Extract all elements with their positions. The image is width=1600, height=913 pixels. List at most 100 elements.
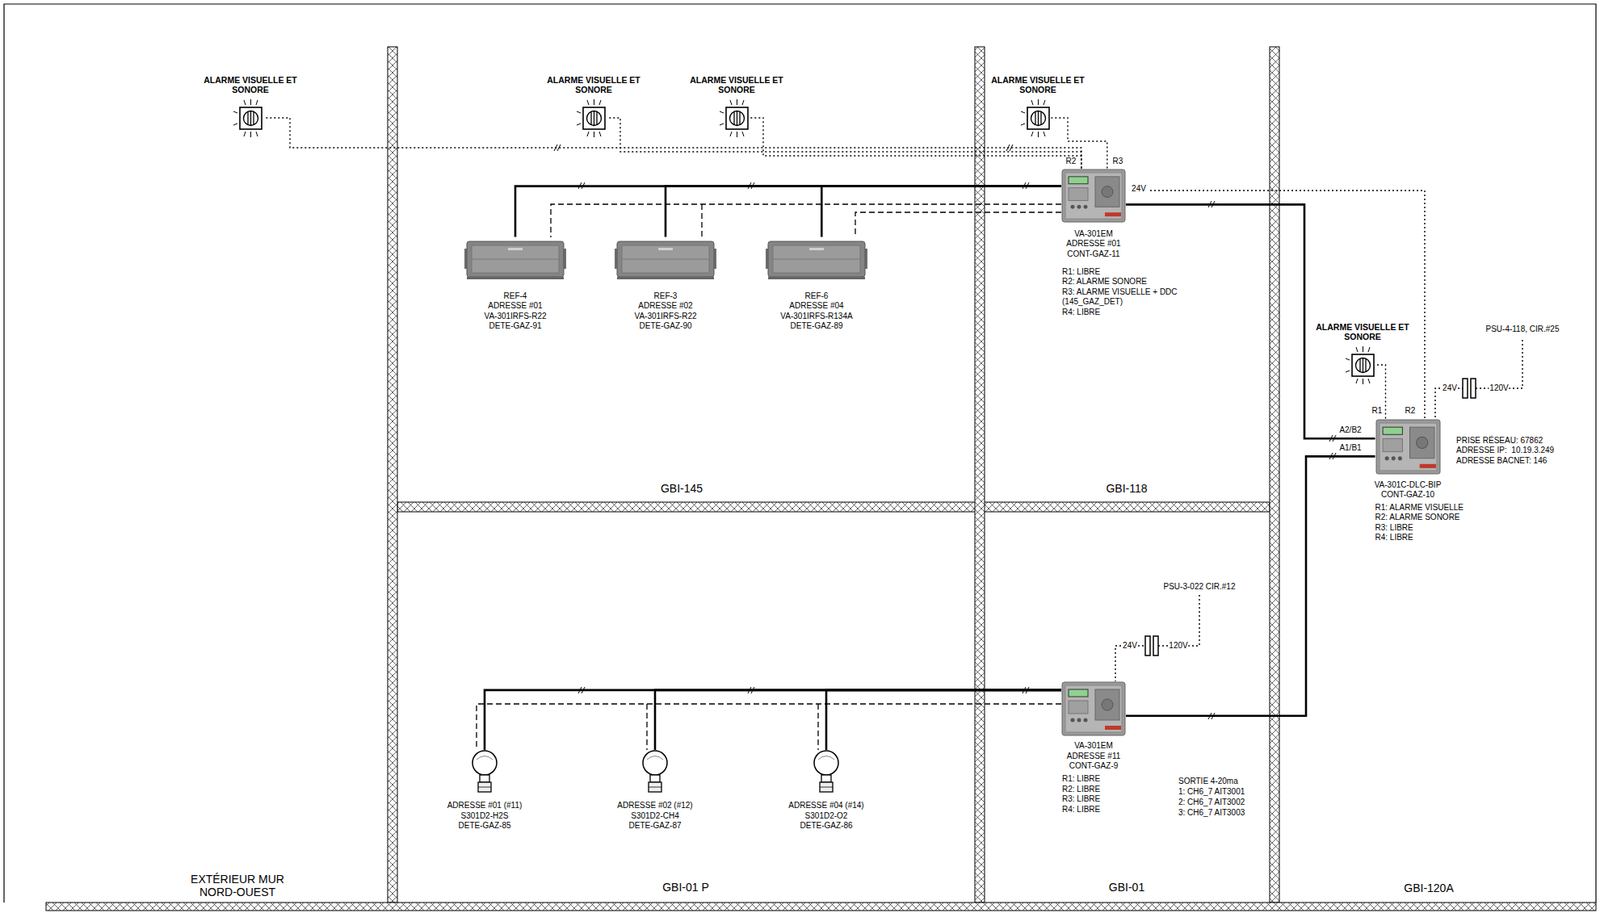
note-label: PSU-3-022 CIR.#12 (1163, 582, 1237, 593)
wall (974, 46, 985, 903)
node-text: S301D2-O2 (788, 811, 864, 823)
node-text: DETE-GAZ-86 (788, 821, 864, 832)
node-text: S301D2-H2S (447, 811, 523, 823)
bus-cable (826, 690, 1062, 751)
gas-sensor: ADRESSE #04 (#14)S301D2-O2DETE-GAZ-86 (811, 750, 841, 794)
note-label: A1/B1 (1338, 443, 1362, 454)
relay-list: R1: LIBRER2: ALARME SONORER3: ALARME VIS… (1062, 267, 1212, 319)
gas-sensor: ADRESSE #02 (#12)S301D2-CH4DETE-GAZ-87 (640, 750, 670, 794)
sensor-icon (640, 750, 670, 794)
caption-group: REF-3ADRESSE #02VA-301IRFS-R22DETE-GAZ-9… (634, 291, 697, 332)
caption-group: VA-301C-DLC-BIPCONT-GAZ-10 (1374, 480, 1442, 501)
gas-controller: VA-301EMADRESSE #11CONT-GAZ-9R1: LIBRER2… (1061, 681, 1126, 737)
wall (397, 502, 1270, 513)
note-label: 24V (1441, 383, 1458, 394)
signal-wire (476, 204, 1062, 751)
bus-cable (1125, 456, 1376, 716)
node-text: CONT-GAZ-9 (1066, 761, 1122, 773)
caption-group: ADRESSE #04 (#14)S301D2-O2DETE-GAZ-86 (788, 801, 864, 832)
note-label: 24V (1130, 184, 1147, 194)
note-label: 120V (1488, 383, 1509, 394)
relay-list: R1: ALARME VISUELLER2: ALARME SONORER3: … (1375, 503, 1525, 544)
beacon-icon (580, 104, 608, 132)
node-text: REF-3 (634, 291, 697, 303)
caption-group: REF-6ADRESSE #04VA-301IRFS-R134ADETE-GAZ… (780, 291, 853, 332)
node-text: ADRESSE #01 (#11) (447, 801, 523, 812)
node-text: R1: LIBRE (1062, 267, 1212, 278)
node-text: R3: ALARME VISUELLE + DDC (145_GAZ_DET) (1062, 287, 1212, 308)
alarm-beacon: ALARME VISUELLE ET SONORE (1349, 352, 1377, 379)
heading-group: ALARME VISUELLE ET SONORE (1314, 322, 1412, 343)
note-label: R2 (1065, 156, 1078, 167)
node-text: VA-301IRFS-R22 (634, 311, 697, 323)
detector-icon (464, 237, 567, 281)
node-text: REF-6 (780, 291, 853, 303)
caption-group: ADRESSE #02 (#12)S301D2-CH4DETE-GAZ-87 (617, 801, 693, 832)
heading-group: ALARME VISUELLE ET SONORE (688, 75, 786, 96)
alarm-beacon: ALARME VISUELLE ET SONORE (723, 104, 751, 132)
note-label: R1 (1371, 406, 1384, 416)
gas-detector: REF-4ADRESSE #01VA-301IRFS-R22DETE-GAZ-9… (464, 237, 567, 281)
node-text: ADRESSE #02 (634, 301, 697, 312)
wall (46, 902, 1596, 912)
node-text: R4: LIBRE (1062, 307, 1212, 319)
caption-group: REF-4ADRESSE #01VA-301IRFS-R22DETE-GAZ-9… (483, 291, 546, 332)
node-text: R3: LIBRE (1375, 523, 1525, 534)
room-name: EXTÉRIEUR MUR NORD-OUEST (180, 873, 295, 899)
node-text: DETE-GAZ-85 (447, 821, 523, 832)
note-label: PSU-4-118, CIR.#25 (1485, 324, 1561, 335)
beacon-icon (723, 104, 751, 132)
node-text: R4: LIBRE (1375, 533, 1525, 544)
gas-controller: VA-301EMADRESSE #01CONT-GAZ-11R1: LIBRER… (1061, 168, 1126, 223)
node-text: VA-301IRFS-R134A (780, 311, 853, 323)
node-text: VA-301EM (1066, 741, 1122, 752)
bus-cable (665, 186, 1062, 238)
beacon-icon (1024, 104, 1052, 132)
heading-group: ALARME VISUELLE ET SONORE (201, 75, 299, 96)
room-name: GBI-01 P (661, 881, 710, 895)
bus-cable (655, 690, 1062, 751)
gas-sensor: ADRESSE #01 (#11)S301D2-H2SDETE-GAZ-85 (470, 750, 500, 794)
wall (387, 46, 398, 903)
wall (1269, 46, 1280, 903)
bus-cable (1125, 204, 1376, 439)
sensor-icon (811, 750, 841, 794)
node-text: ADRESSE #04 (#14) (788, 801, 864, 812)
node-text: ADRESSE #01 (483, 301, 546, 312)
node-text: DETE-GAZ-90 (634, 321, 697, 332)
node-text: R2: ALARME SONORE (1375, 512, 1525, 524)
bus-cable (484, 690, 1062, 751)
note-label: R3 (1112, 156, 1125, 167)
node-text: S301D2-CH4 (617, 811, 693, 823)
alarm-wire (1051, 117, 1108, 169)
note-label: ADRESSE IP: 10.19.3.249 (1455, 445, 1555, 456)
caption-group: VA-301EMADRESSE #01CONT-GAZ-11 (1066, 229, 1121, 261)
node-text: VA-301EM (1066, 229, 1121, 240)
node-text: CONT-GAZ-11 (1066, 249, 1121, 261)
node-text: DETE-GAZ-87 (617, 821, 693, 832)
note-label: 24V (1121, 641, 1139, 651)
detector-icon (765, 237, 868, 281)
note-label: SORTIE 4-20ma (1177, 776, 1239, 787)
bus-cable (515, 186, 1062, 238)
gas-controller: VA-301C-DLC-BIPCONT-GAZ-10R1: ALARME VIS… (1375, 419, 1441, 475)
node-text: ADRESSE #04 (780, 301, 853, 312)
sensor-icon (470, 750, 500, 794)
alarm-heading: ALARME VISUELLE ET SONORE (989, 75, 1087, 96)
node-text: VA-301IRFS-R22 (483, 311, 546, 323)
alarm-heading: ALARME VISUELLE ET SONORE (688, 75, 786, 96)
alarm-heading: ALARME VISUELLE ET SONORE (201, 75, 299, 96)
beacon-icon (1349, 352, 1377, 379)
node-text: ADRESSE #01 (1066, 239, 1121, 250)
caption-group: ADRESSE #01 (#11)S301D2-H2SDETE-GAZ-85 (447, 801, 523, 832)
beacon-icon (237, 104, 265, 132)
room-name: GBI-118 (1104, 482, 1148, 496)
node-text: R2: ALARME SONORE (1062, 277, 1212, 288)
room-name: GBI-120A (1402, 881, 1454, 895)
gas-detector: REF-6ADRESSE #04VA-301IRFS-R134ADETE-GAZ… (765, 237, 868, 281)
node-text: R1: ALARME VISUELLE (1375, 503, 1525, 514)
alarm-beacon: ALARME VISUELLE ET SONORE (580, 104, 608, 132)
node-text: DETE-GAZ-89 (780, 321, 853, 332)
alarm-heading: ALARME VISUELLE ET SONORE (1314, 322, 1412, 343)
